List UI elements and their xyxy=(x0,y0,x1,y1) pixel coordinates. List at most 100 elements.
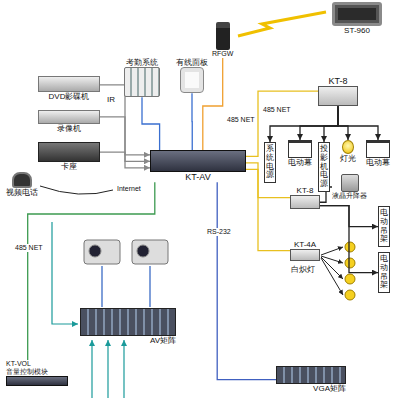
connector xyxy=(300,106,338,140)
screen-device: 电动幕 xyxy=(288,140,312,167)
camera-icon xyxy=(12,172,32,188)
av-wire xyxy=(91,340,92,398)
wallpanel-icon xyxy=(180,67,204,93)
node-label: 录像机 xyxy=(57,124,81,133)
annotation-label: 白炽灯 xyxy=(290,266,316,275)
connector xyxy=(338,106,378,140)
relay-module: KT-8 xyxy=(318,76,358,106)
av-wire xyxy=(52,222,78,324)
node-label: DVD影碟机 xyxy=(49,92,90,101)
projector-lens xyxy=(89,245,101,257)
connector xyxy=(338,106,348,140)
keypad-icon xyxy=(124,67,160,97)
connector xyxy=(217,182,276,379)
device-box: 投影机电源 xyxy=(318,142,330,192)
panel-icon xyxy=(332,2,382,26)
video-phone: 视频电话 xyxy=(6,172,38,197)
video-wire xyxy=(149,266,150,307)
bulb-icon xyxy=(342,140,354,154)
edge-label: 485 NET xyxy=(262,106,292,114)
annotation-label: 485 NET xyxy=(226,116,256,124)
dark-icon xyxy=(38,142,100,162)
rack-icon xyxy=(150,150,246,172)
connector xyxy=(191,93,193,150)
projector-body xyxy=(132,240,168,264)
connector xyxy=(100,152,150,168)
box-icon xyxy=(290,195,320,209)
screen-icon xyxy=(366,140,390,158)
node-label: 电动幕 xyxy=(288,158,312,167)
device-box: 系统电源 xyxy=(264,142,276,183)
lamp-wire xyxy=(321,256,343,263)
vga-matrix: VGA矩阵 xyxy=(276,366,346,393)
video-wire xyxy=(101,266,102,307)
av-matrix: AV矩阵 xyxy=(80,308,176,345)
projector-body xyxy=(84,240,120,264)
screen-icon xyxy=(288,140,312,158)
node-label: KT-VOL xyxy=(6,360,31,368)
vcr: 录像机 xyxy=(38,110,100,133)
lift-icon xyxy=(341,174,359,192)
node-label: KT-4A xyxy=(294,240,316,249)
wall-panel: 有线面板 xyxy=(176,58,208,93)
dvd-player: DVD影碟机 xyxy=(38,76,100,101)
node-label: 视频电话 xyxy=(6,188,38,197)
box-icon xyxy=(290,249,320,261)
matrix-icon xyxy=(80,308,176,336)
node-label: 考勤系统 xyxy=(126,58,158,67)
edge-label: 485 NET xyxy=(14,244,44,252)
controller-host: KT-AV xyxy=(150,150,246,182)
antenna-icon xyxy=(216,22,230,50)
internet-wire xyxy=(40,186,113,194)
silver-icon xyxy=(38,110,100,124)
bulb xyxy=(345,290,355,300)
attendance-device: 考勤系统 xyxy=(124,58,160,97)
projector-lens xyxy=(137,245,149,257)
av-wire xyxy=(107,340,108,398)
wireless-signal xyxy=(238,12,326,36)
connector xyxy=(203,58,223,150)
rack-icon xyxy=(6,376,68,386)
node-label: AV矩阵 xyxy=(150,336,176,345)
lamp-wire xyxy=(321,247,343,255)
device-box: 电动吊架 xyxy=(378,252,390,293)
node-label: 卡座 xyxy=(61,162,77,171)
matrix-icon xyxy=(276,366,346,384)
node-label: 系统电源 xyxy=(266,145,274,180)
node-label: KT-AV xyxy=(185,172,210,182)
node-label: VGA矩阵 xyxy=(313,384,346,393)
relay-module: KT-8 xyxy=(290,186,320,209)
node-label: 有线面板 xyxy=(176,58,208,67)
annotation-label: Internet xyxy=(116,185,142,193)
node-label: 投影机电源 xyxy=(320,145,328,189)
node-label: 电动吊架 xyxy=(380,255,388,290)
dimmer-module: KT-4A xyxy=(290,240,320,261)
touch-panel: ST-960 xyxy=(332,2,382,35)
av-wire xyxy=(123,340,124,398)
edge-label: RS-232 xyxy=(206,228,232,236)
lcd-lift: 液晶升降器 xyxy=(332,174,367,200)
silver-icon xyxy=(38,76,100,92)
node-label: 音量控制模块 xyxy=(6,368,48,376)
bulb xyxy=(345,274,355,284)
connector xyxy=(324,106,338,142)
bulb xyxy=(345,258,355,268)
bulb xyxy=(345,242,355,252)
connector xyxy=(320,206,378,273)
annotation-label: IR xyxy=(106,96,116,105)
node-label: 电动幕 xyxy=(366,158,390,167)
node-label: 灯光 xyxy=(340,154,356,163)
screen-device: 电动幕 xyxy=(366,140,390,167)
light-device: 灯光 xyxy=(340,140,356,163)
cassette-deck: 卡座 xyxy=(38,142,100,171)
node-label: ST-960 xyxy=(344,26,370,35)
node-label: KT-8 xyxy=(297,186,314,195)
rf-gateway: RFGW xyxy=(212,22,233,58)
node-label: RFGW xyxy=(212,50,233,58)
node-label: 电动吊架 xyxy=(380,209,388,244)
connector xyxy=(142,97,160,150)
device-box: 电动吊架 xyxy=(378,206,390,247)
volume-module: KT-VOL音量控制模块 xyxy=(6,360,68,386)
lamp-wire xyxy=(321,258,343,295)
